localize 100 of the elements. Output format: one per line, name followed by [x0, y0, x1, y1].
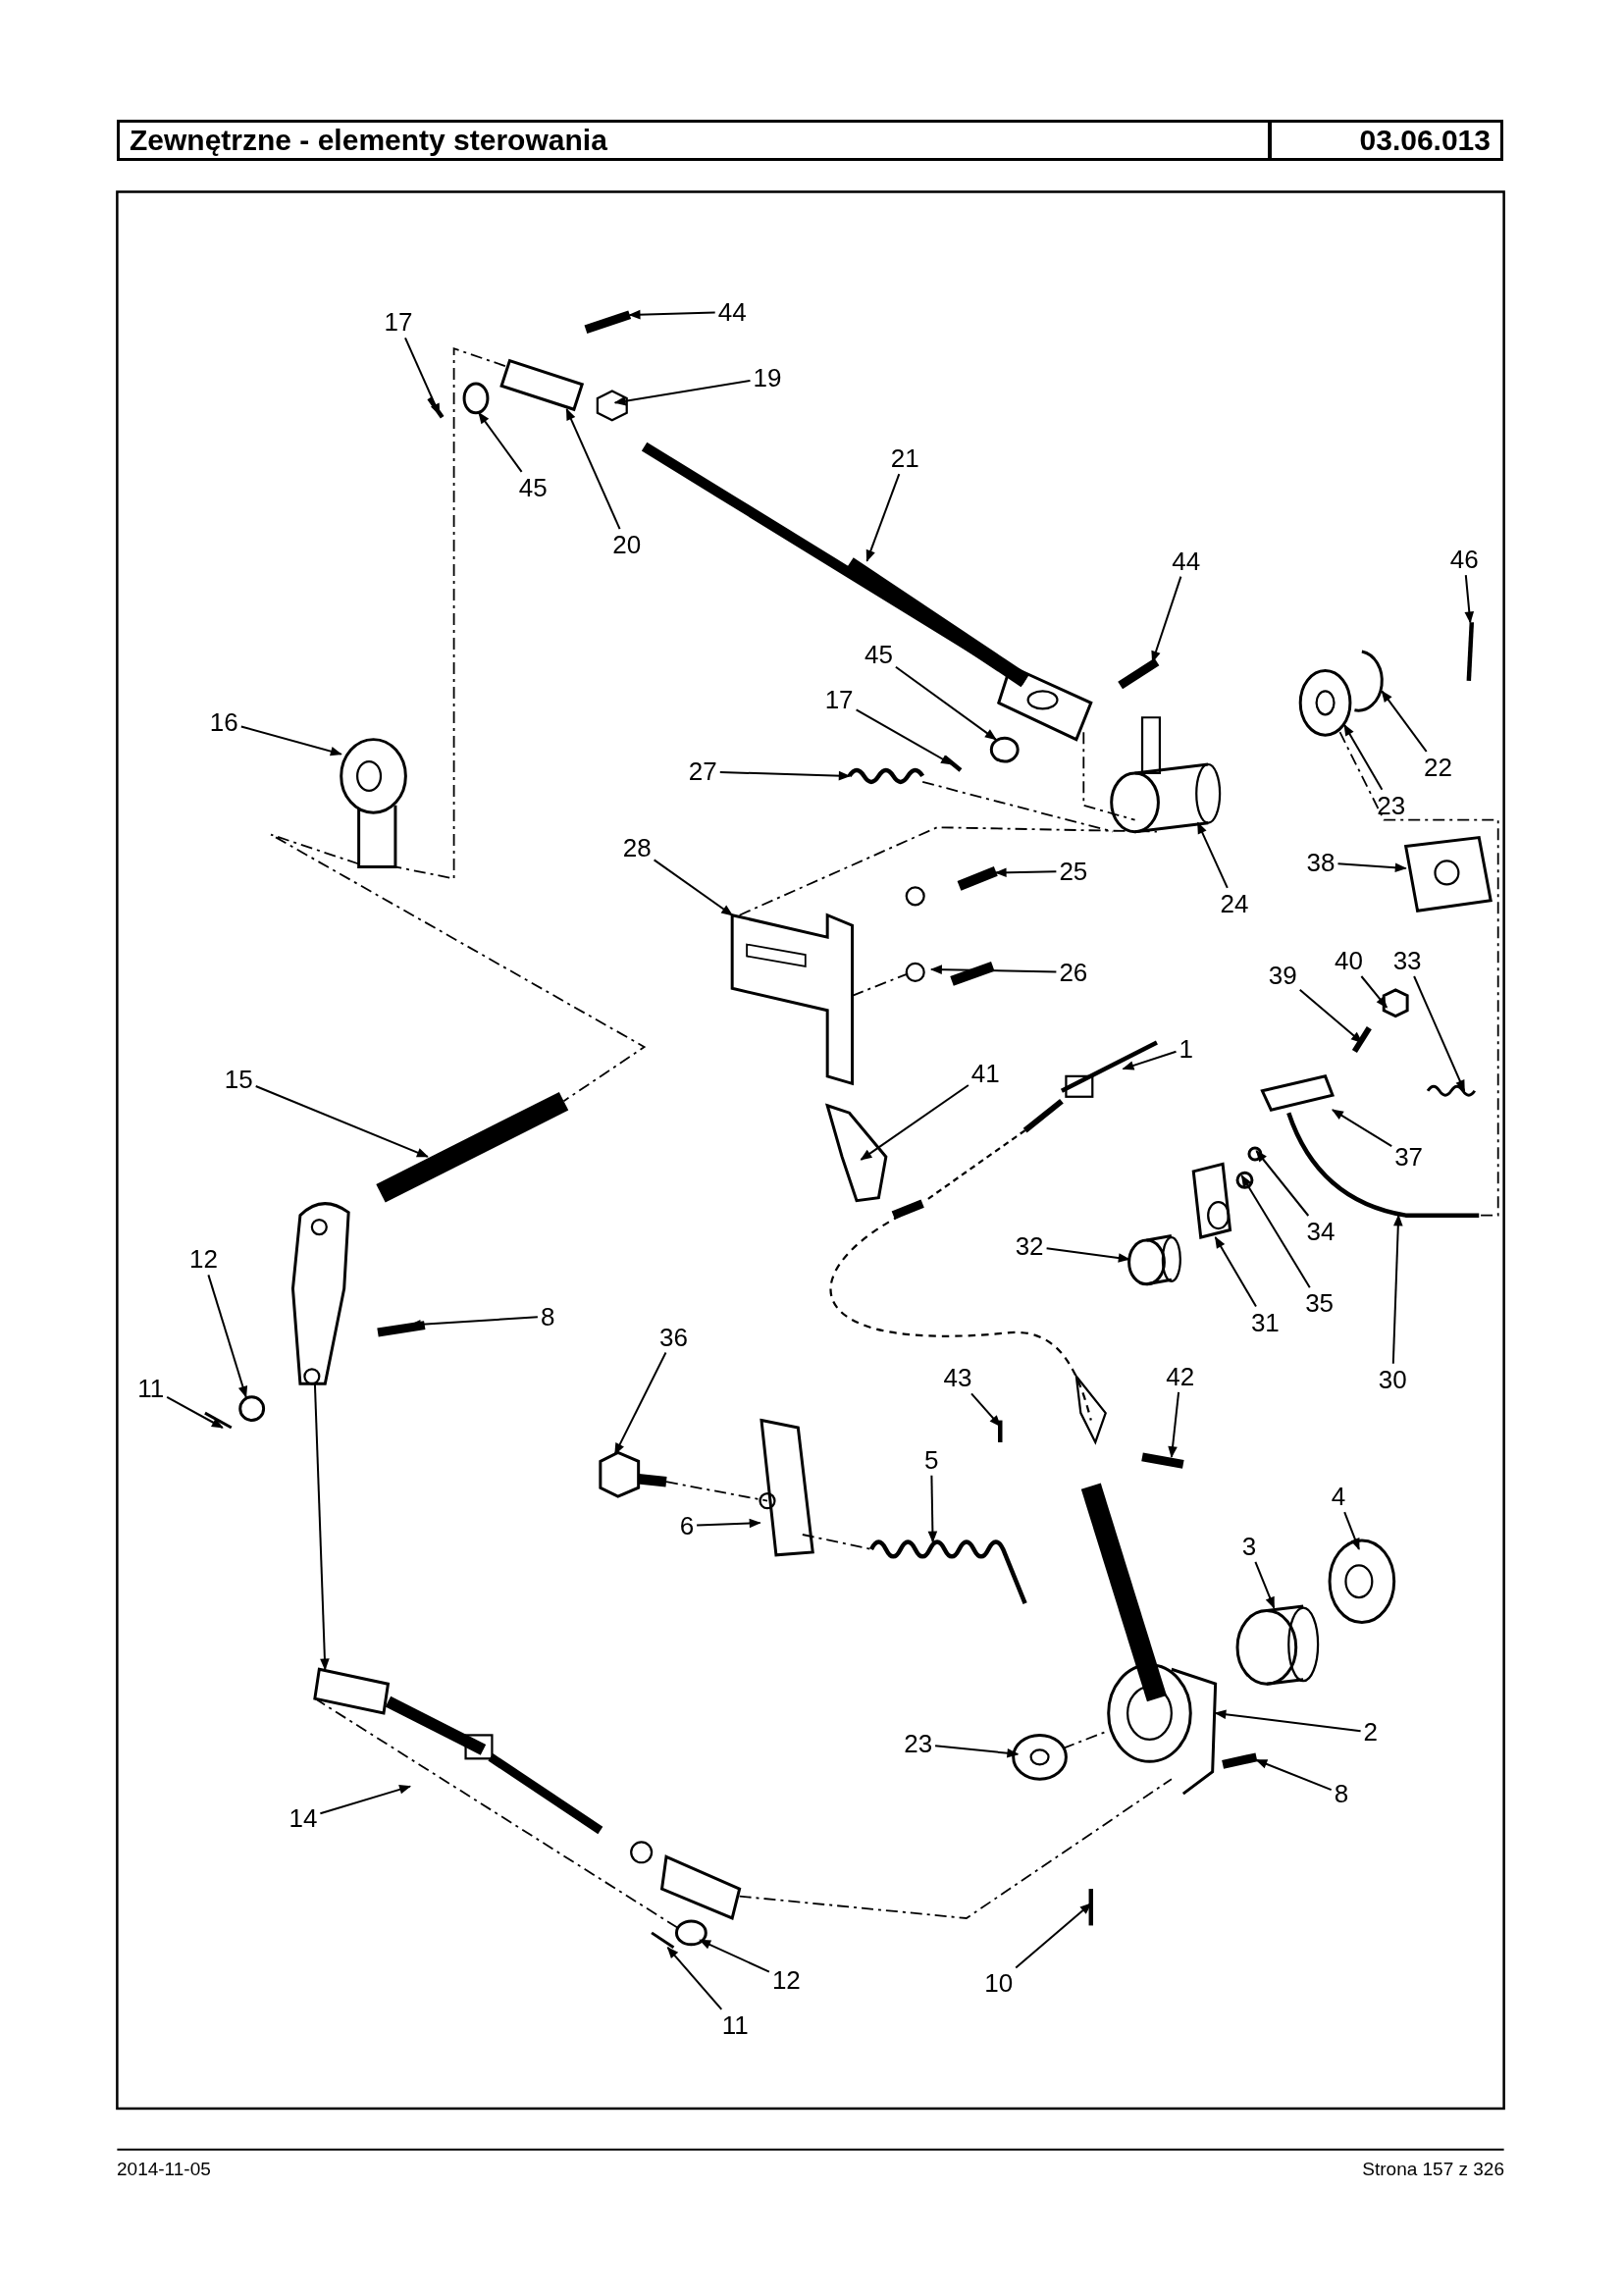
- callout-number: 45: [864, 642, 893, 668]
- section-number: 03.06.013: [1268, 120, 1503, 161]
- assembly-line: [1338, 731, 1499, 1217]
- part-drawing: [1191, 1162, 1232, 1239]
- leader-line: [1214, 1709, 1362, 1733]
- callout-number: 25: [1059, 858, 1088, 884]
- part-drawing: [584, 310, 632, 335]
- leader-line: [1332, 1109, 1393, 1148]
- leader-line: [628, 309, 716, 320]
- callout-number: 14: [288, 1805, 318, 1832]
- callout-number: 28: [622, 835, 652, 861]
- part-drawing: [204, 1411, 233, 1430]
- callout-number: 19: [753, 365, 782, 391]
- callout-number: 44: [717, 298, 747, 325]
- leader-line: [565, 408, 621, 531]
- leader-line: [1122, 1050, 1178, 1070]
- header-title: Zewnętrzne - elementy sterowania: [117, 120, 1272, 161]
- assembly-line: [1082, 731, 1136, 821]
- callout-number: 39: [1268, 962, 1297, 988]
- part-drawing: [905, 962, 995, 986]
- part-drawing: [596, 390, 628, 422]
- leader-line: [1240, 1174, 1311, 1289]
- leader-line: [404, 337, 441, 416]
- callout-number: 42: [1166, 1363, 1195, 1389]
- part-drawing: [291, 1091, 569, 1385]
- part-drawing: [905, 866, 998, 907]
- callout-number: 16: [209, 708, 238, 735]
- part-drawing: [1012, 1733, 1068, 1781]
- part-drawing: [641, 442, 1093, 742]
- leader-line: [1254, 1560, 1276, 1609]
- leader-line: [1343, 723, 1384, 791]
- callout-number: 20: [612, 532, 642, 558]
- leader-line: [1045, 1247, 1130, 1263]
- part-drawing: [1110, 716, 1222, 834]
- part-drawing: [1351, 1026, 1372, 1054]
- callout-number: 32: [1015, 1232, 1044, 1259]
- assembly-line: [270, 833, 647, 1103]
- callout-number: 30: [1378, 1366, 1407, 1392]
- part-drawing: [824, 1103, 888, 1203]
- part-drawing: [1235, 1171, 1254, 1189]
- leader-line: [855, 708, 954, 765]
- part-drawing: [1235, 1604, 1320, 1686]
- leader-line: [207, 1274, 248, 1398]
- part-drawing: [1127, 1234, 1181, 1286]
- leader-line: [1381, 690, 1428, 753]
- callout-number: 3: [1241, 1533, 1257, 1559]
- leader-line: [319, 1785, 412, 1815]
- leader-line: [1196, 821, 1229, 889]
- leader-line: [666, 1946, 723, 2010]
- callout-number: 12: [188, 1246, 218, 1273]
- leader-line: [894, 665, 997, 741]
- callout-number: 1: [1179, 1035, 1193, 1062]
- leader-line: [1214, 1235, 1257, 1308]
- leader-line: [970, 1392, 1002, 1428]
- callout-number: 35: [1305, 1290, 1335, 1317]
- callout-number: 37: [1394, 1143, 1424, 1170]
- part-drawing: [1354, 650, 1384, 712]
- footer-page-number: Strona 157 z 326: [1362, 2159, 1504, 2180]
- callout-number: 6: [679, 1513, 695, 1539]
- part-drawing: [1286, 1112, 1480, 1218]
- leader-line: [613, 379, 752, 406]
- leader-line: [696, 1518, 761, 1529]
- part-drawing: [651, 1931, 675, 1950]
- assembly-line: [665, 1481, 768, 1502]
- leader-line: [1255, 1758, 1333, 1792]
- callout-number: 27: [688, 758, 717, 785]
- leader-line: [254, 1085, 429, 1158]
- assembly-line: [801, 1534, 872, 1550]
- part-drawing: [1088, 1889, 1094, 1926]
- part-drawing: [1141, 1452, 1184, 1469]
- callout-number: 45: [518, 474, 548, 500]
- leader-line: [1360, 975, 1388, 1009]
- callout-number: 11: [721, 2011, 749, 2038]
- leader-line: [927, 1474, 938, 1543]
- leader-line: [166, 1395, 224, 1429]
- part-drawing: [499, 358, 585, 412]
- callout-number: 43: [943, 1365, 972, 1391]
- part-drawing: [1080, 1483, 1218, 1796]
- leader-line: [1343, 1511, 1360, 1550]
- callout-number: 34: [1306, 1219, 1336, 1245]
- leader-line: [994, 867, 1058, 877]
- part-drawing: [599, 1450, 667, 1498]
- callout-number: 24: [1220, 890, 1249, 916]
- callout-number: 17: [384, 309, 413, 336]
- part-drawing: [462, 382, 490, 415]
- callout-number: 8: [1334, 1781, 1349, 1807]
- callout-number: 10: [984, 1969, 1014, 1996]
- leader-line: [1464, 574, 1475, 624]
- part-drawing: [1328, 1539, 1396, 1624]
- callout-number: 23: [904, 1731, 933, 1757]
- part-drawing: [427, 396, 445, 419]
- part-drawing: [847, 767, 924, 785]
- part-drawing: [1466, 622, 1475, 682]
- leader-line: [1336, 862, 1407, 873]
- part-drawing: [1298, 669, 1352, 737]
- part-drawing: [730, 913, 855, 1086]
- callout-number: 12: [771, 1966, 801, 1993]
- part-drawing: [1260, 1074, 1336, 1112]
- leader-line: [1015, 1903, 1092, 1969]
- callout-number: 44: [1172, 548, 1201, 574]
